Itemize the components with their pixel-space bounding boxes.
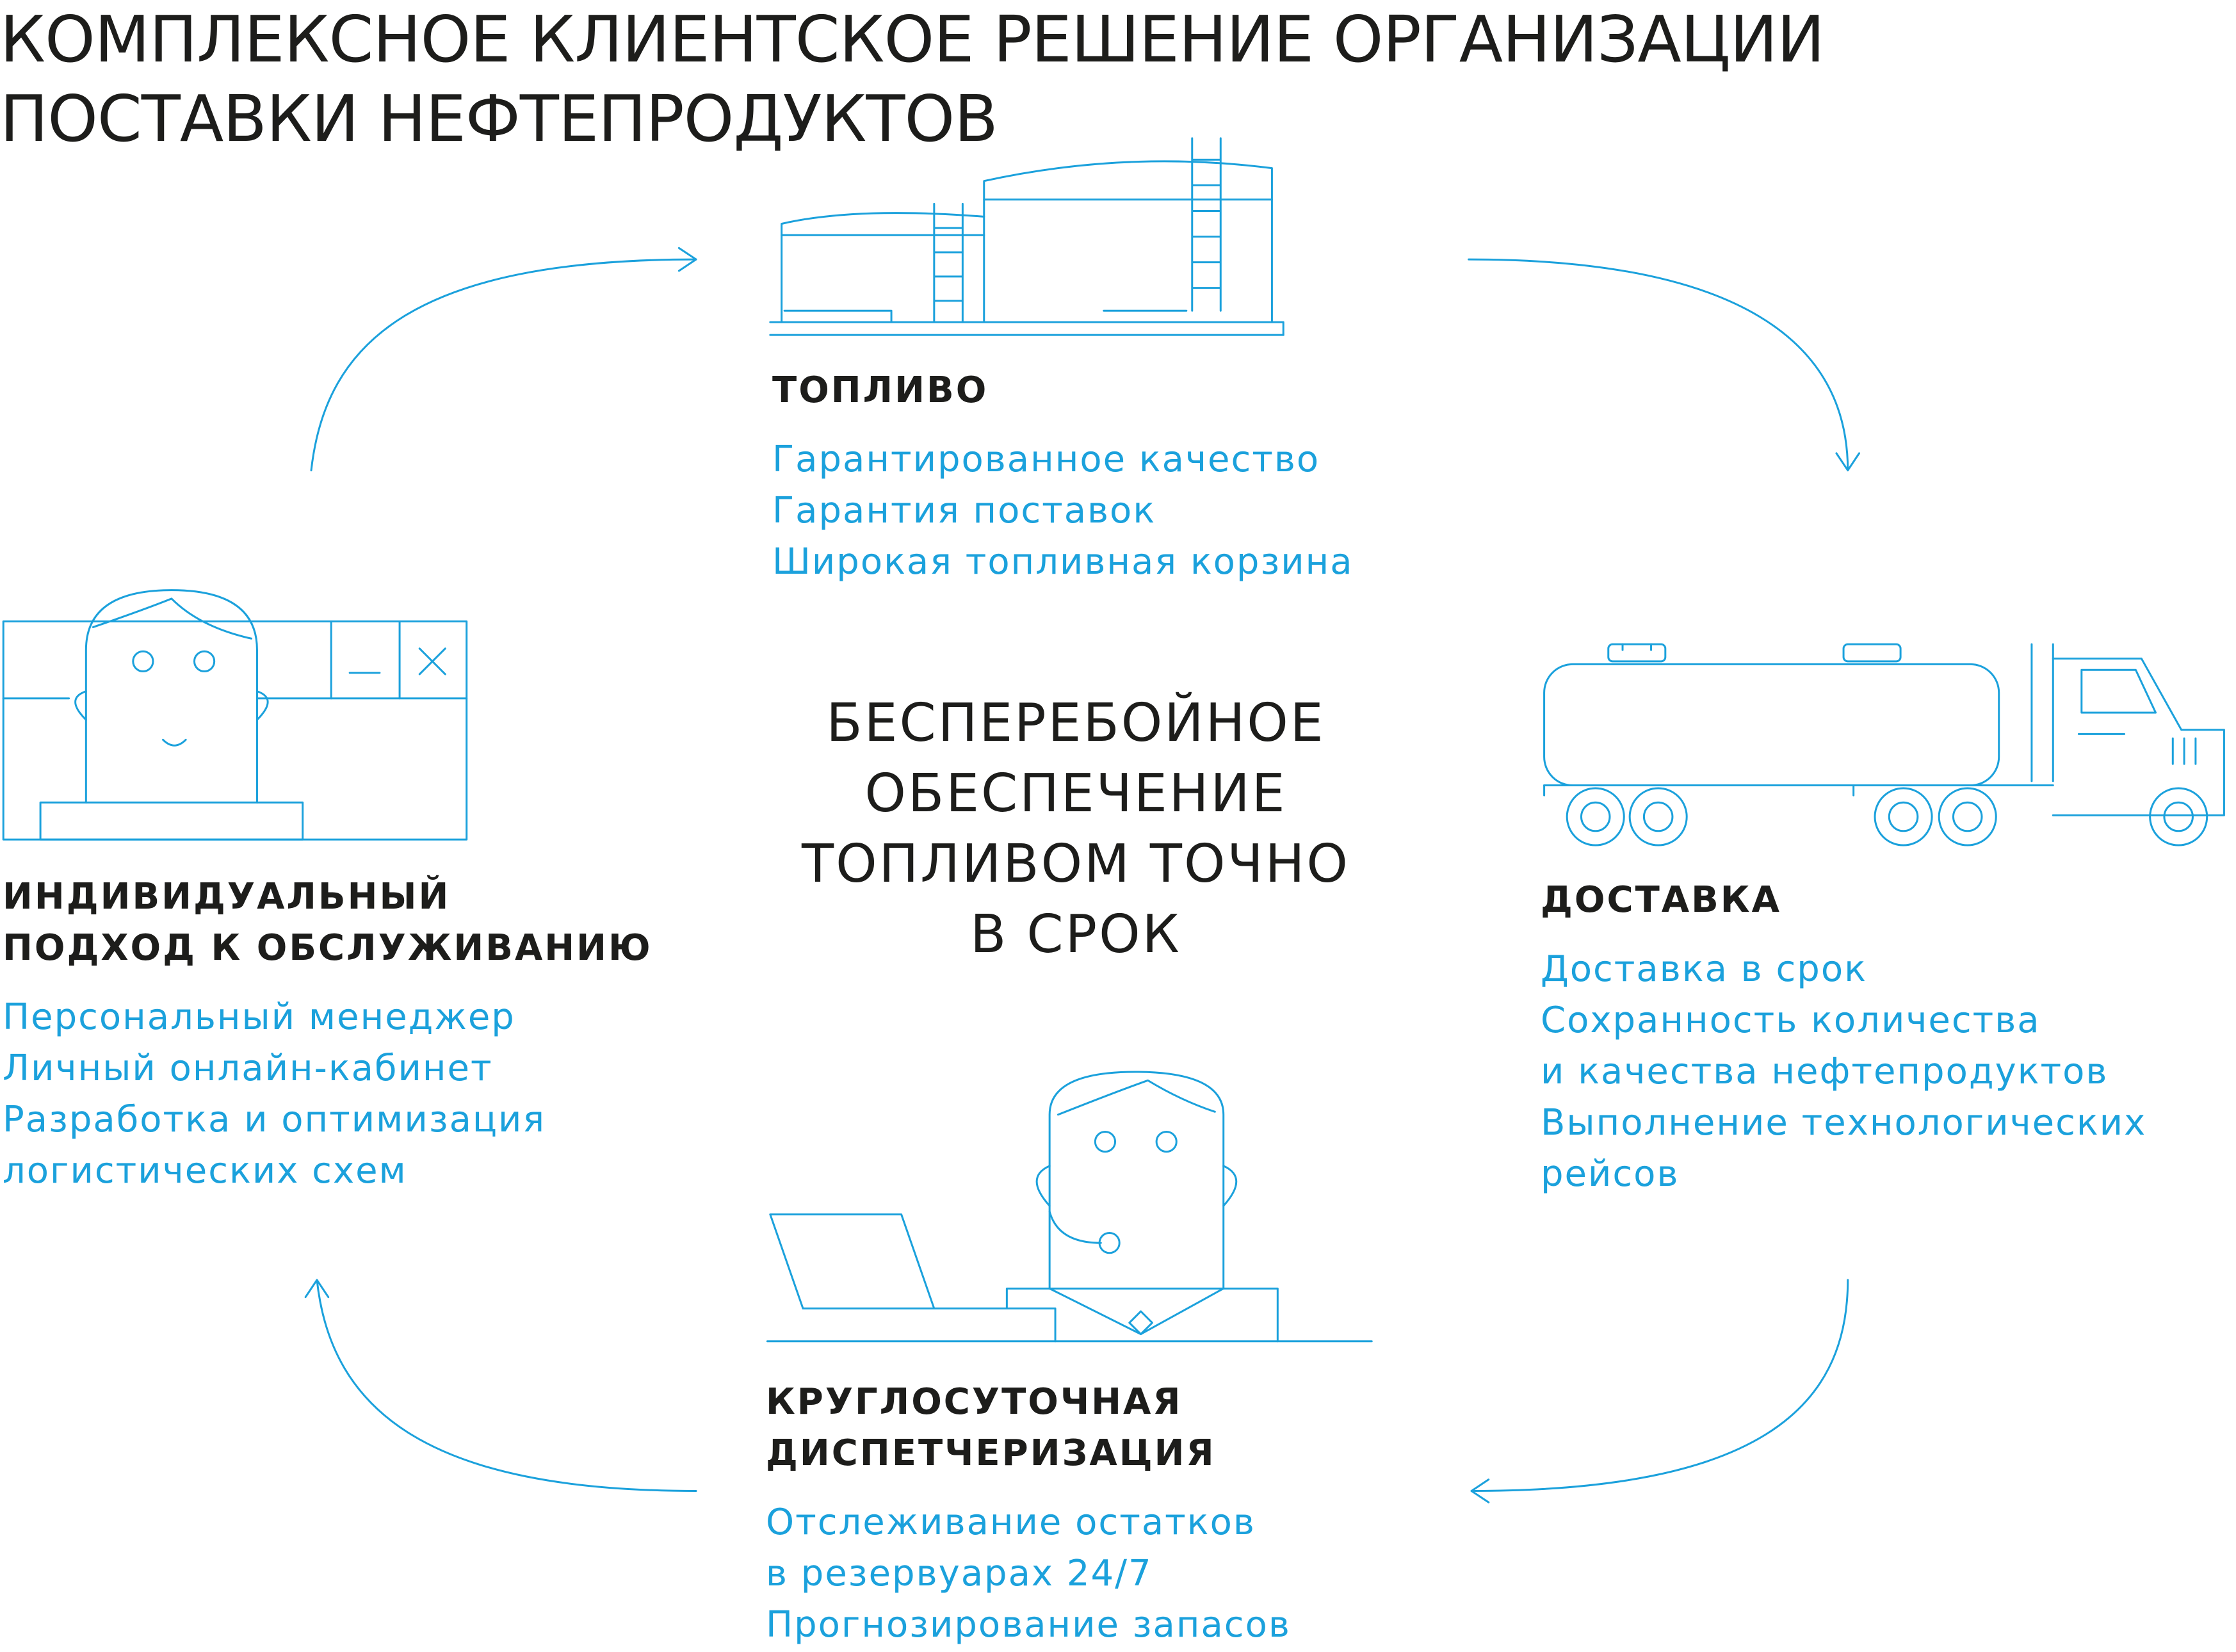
storage-tanks-icon: [770, 138, 1283, 335]
list-item: Разработка и оптимизация: [3, 1099, 546, 1140]
fuel-block: ТОПЛИВО Гарантированное качество Гаранти…: [772, 365, 1354, 588]
center-slogan-line: БЕСПЕРЕБОЙНОЕ: [826, 693, 1325, 754]
cycle-arrows: [305, 248, 1859, 1502]
arrow-to-individual-icon: [305, 1280, 696, 1491]
list-item: Персональный менеджер: [3, 996, 515, 1038]
list-item: Сохранность количества: [1541, 1000, 2041, 1041]
individual-benefits-list: Персональный менеджер Личный онлайн-каби…: [3, 992, 652, 1197]
page-title-line-1: КОМПЛЕКСНОЕ КЛИЕНТСКОЕ РЕШЕНИЕ ОРГАНИЗАЦ…: [0, 2, 1825, 77]
delivery-benefits-list: Доставка в срок Сохранность количества и…: [1541, 944, 2146, 1200]
individual-heading-line-1: ИНДИВИДУАЛЬНЫЙ: [3, 876, 451, 918]
list-item: в резервуарах 24/7: [766, 1553, 1153, 1594]
center-slogan: БЕСПЕРЕБОЙНОЕ ОБЕСПЕЧЕНИЕ ТОПЛИВОМ ТОЧНО…: [756, 688, 1396, 970]
dispatch-heading-line-2: ДИСПЕТЧЕРИЗАЦИЯ: [766, 1432, 1216, 1474]
list-item: логистических схем: [3, 1150, 407, 1192]
list-item: Доставка в срок: [1541, 948, 1867, 990]
manager-window-icon: [3, 590, 466, 840]
list-item: Гарантированное качество: [772, 439, 1320, 480]
list-item: Прогнозирование запасов: [766, 1604, 1291, 1646]
delivery-heading-line: ДОСТАВКА: [1541, 879, 1781, 921]
list-item: Выполнение технологических: [1541, 1102, 2147, 1144]
delivery-heading: ДОСТАВКА: [1541, 875, 2146, 926]
list-item: Личный онлайн-кабинет: [3, 1048, 493, 1089]
page-title-line-2: ПОСТАВКИ НЕФТЕПРОДУКТОВ: [0, 81, 998, 156]
individual-heading: ИНДИВИДУАЛЬНЫЙ ПОДХОД К ОБСЛУЖИВАНИЮ: [3, 871, 652, 974]
dispatch-benefits-list: Отслеживание остатков в резервуарах 24/7…: [766, 1497, 1291, 1651]
fuel-heading: ТОПЛИВО: [772, 365, 1354, 416]
dispatcher-headset-icon: [767, 1072, 1372, 1341]
list-item: рейсов: [1541, 1153, 1680, 1195]
tanker-truck-icon: [1544, 644, 2224, 845]
page-title: КОМПЛЕКСНОЕ КЛИЕНТСКОЕ РЕШЕНИЕ ОРГАНИЗАЦ…: [0, 0, 1825, 159]
dispatch-heading-line-1: КРУГЛОСУТОЧНАЯ: [766, 1381, 1183, 1423]
center-slogan-line: ТОПЛИВОМ ТОЧНО: [802, 834, 1350, 895]
delivery-block: ДОСТАВКА Доставка в срок Сохранность кол…: [1541, 875, 2146, 1200]
list-item: Отслеживание остатков: [766, 1502, 1256, 1543]
fuel-benefits-list: Гарантированное качество Гарантия постав…: [772, 434, 1354, 588]
center-slogan-line: В СРОК: [970, 904, 1181, 965]
individual-block: ИНДИВИДУАЛЬНЫЙ ПОДХОД К ОБСЛУЖИВАНИЮ Пер…: [3, 871, 652, 1197]
dispatch-heading: КРУГЛОСУТОЧНАЯ ДИСПЕТЧЕРИЗАЦИЯ: [766, 1377, 1291, 1479]
list-item: и качества нефтепродуктов: [1541, 1051, 2109, 1092]
list-item: Гарантия поставок: [772, 490, 1156, 531]
arrow-to-delivery-icon: [1469, 259, 1859, 470]
dispatch-block: КРУГЛОСУТОЧНАЯ ДИСПЕТЧЕРИЗАЦИЯ Отслежива…: [766, 1377, 1291, 1651]
list-item: Широкая топливная корзина: [772, 541, 1354, 583]
center-slogan-line: ОБЕСПЕЧЕНИЕ: [864, 763, 1287, 824]
arrow-to-fuel-icon: [311, 248, 696, 470]
individual-heading-line-2: ПОДХОД К ОБСЛУЖИВАНИЮ: [3, 927, 652, 969]
arrow-to-dispatch-icon: [1471, 1280, 1848, 1502]
fuel-heading-line: ТОПЛИВО: [772, 369, 989, 411]
